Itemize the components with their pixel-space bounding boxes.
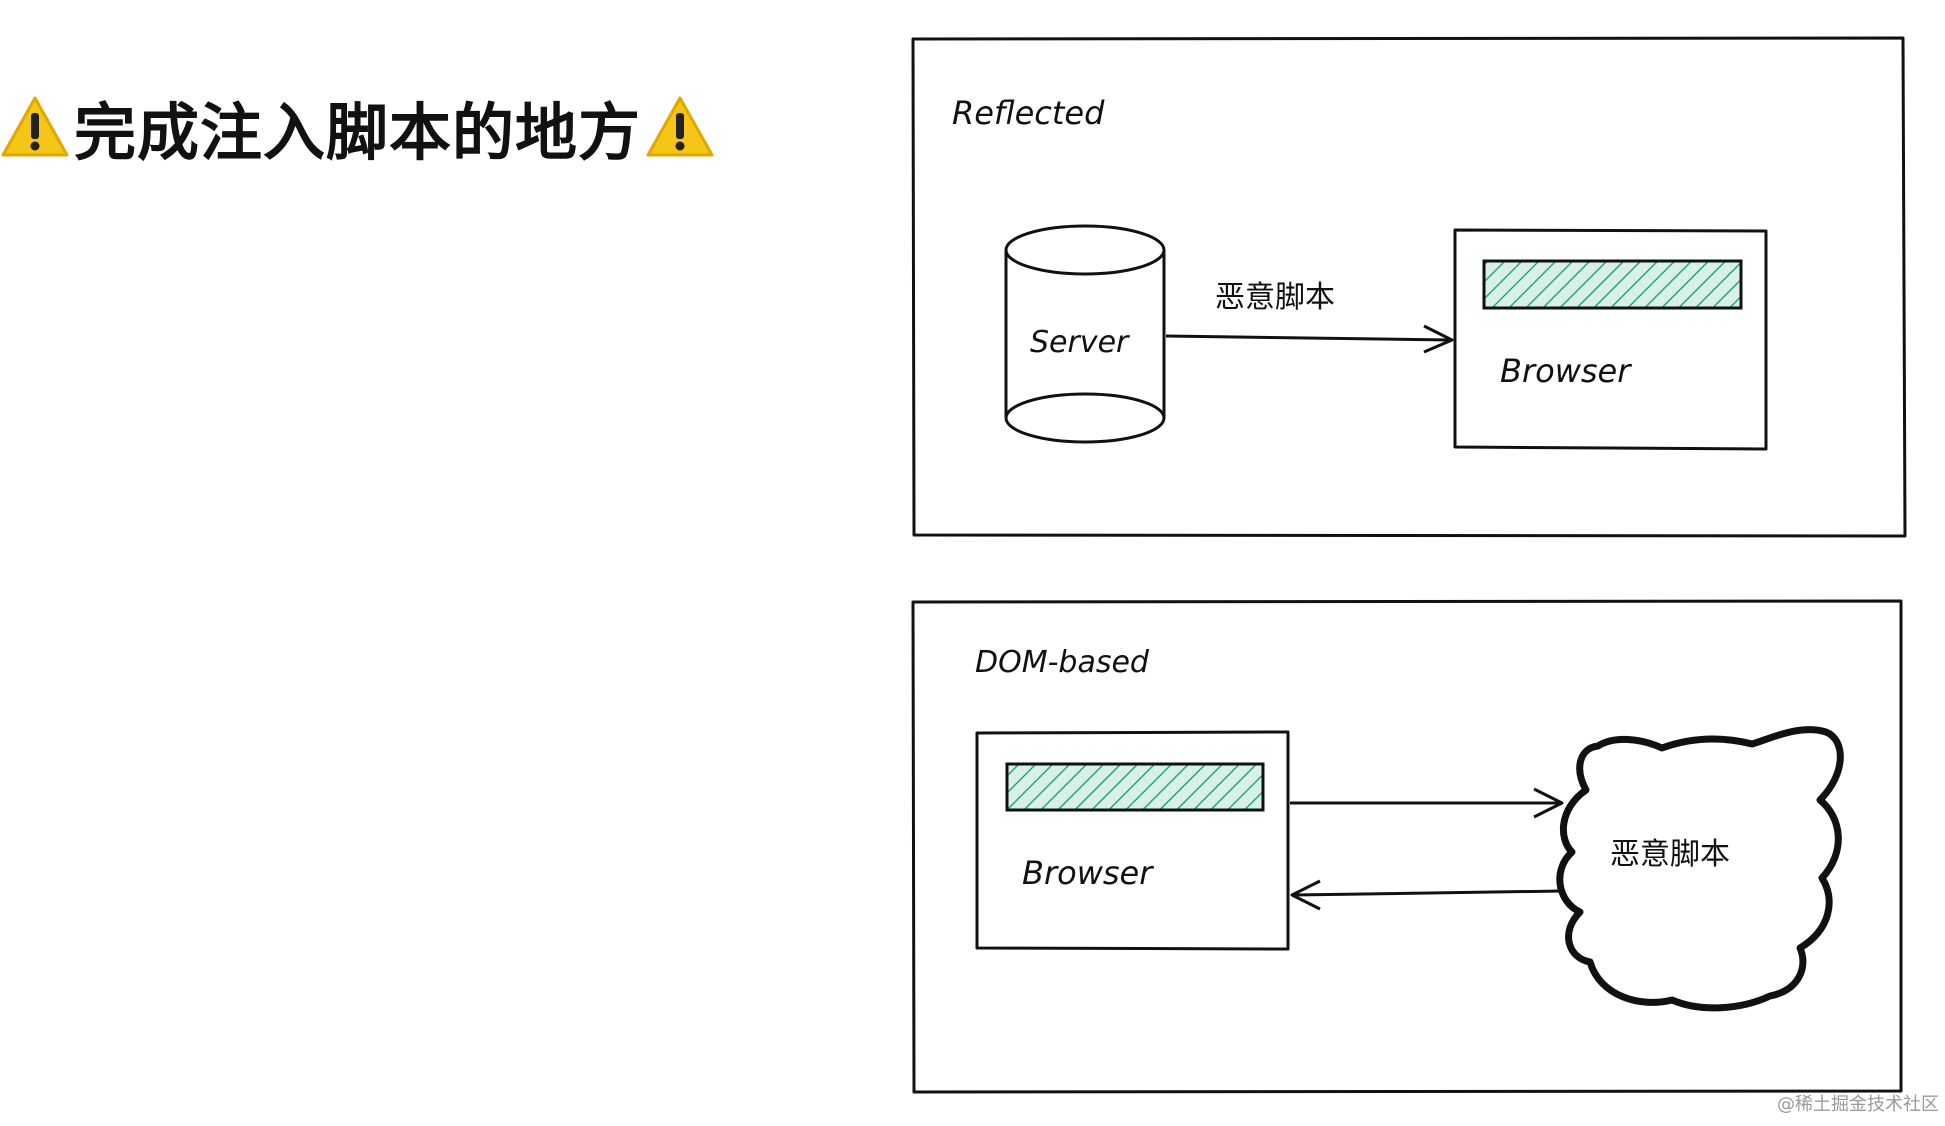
dom-arrow-out [1290,787,1564,819]
watermark: @稀土掘金技术社区 [1777,1094,1939,1115]
server-cylinder: Server [1004,224,1166,444]
malicious-script-cloud: 恶意脚本 [1556,726,1844,1012]
reflected-browser: Browser [1453,228,1768,451]
reflected-panel: Reflected Server 恶意脚本 Browser [911,36,1907,538]
browser-address-bar [1482,259,1743,310]
dom-based-panel: DOM-based Browser 恶意脚本 [911,599,1903,1094]
reflected-frame [911,36,1907,538]
warning-icon [646,96,714,157]
dom-based-title: DOM-based [975,645,1150,680]
dom-browser-label: Browser [1022,854,1154,892]
page-heading: 完成注入脚本的地方 [0,82,715,172]
dom-arrow-in [1290,879,1563,911]
browser-address-bar [1005,762,1265,812]
server-label: Server [1030,325,1130,360]
warning-icon [1,96,69,157]
reflected-title: Reflected [952,94,1105,132]
reflected-arrow: 恶意脚本 [1165,280,1454,354]
dom-based-frame [911,599,1903,1094]
dom-browser: Browser [975,730,1290,951]
reflected-arrow-label: 恶意脚本 [1215,280,1335,315]
cloud-label: 恶意脚本 [1610,837,1730,872]
page-title: 完成注入脚本的地方 [74,96,642,169]
reflected-browser-label: Browser [1500,352,1632,390]
